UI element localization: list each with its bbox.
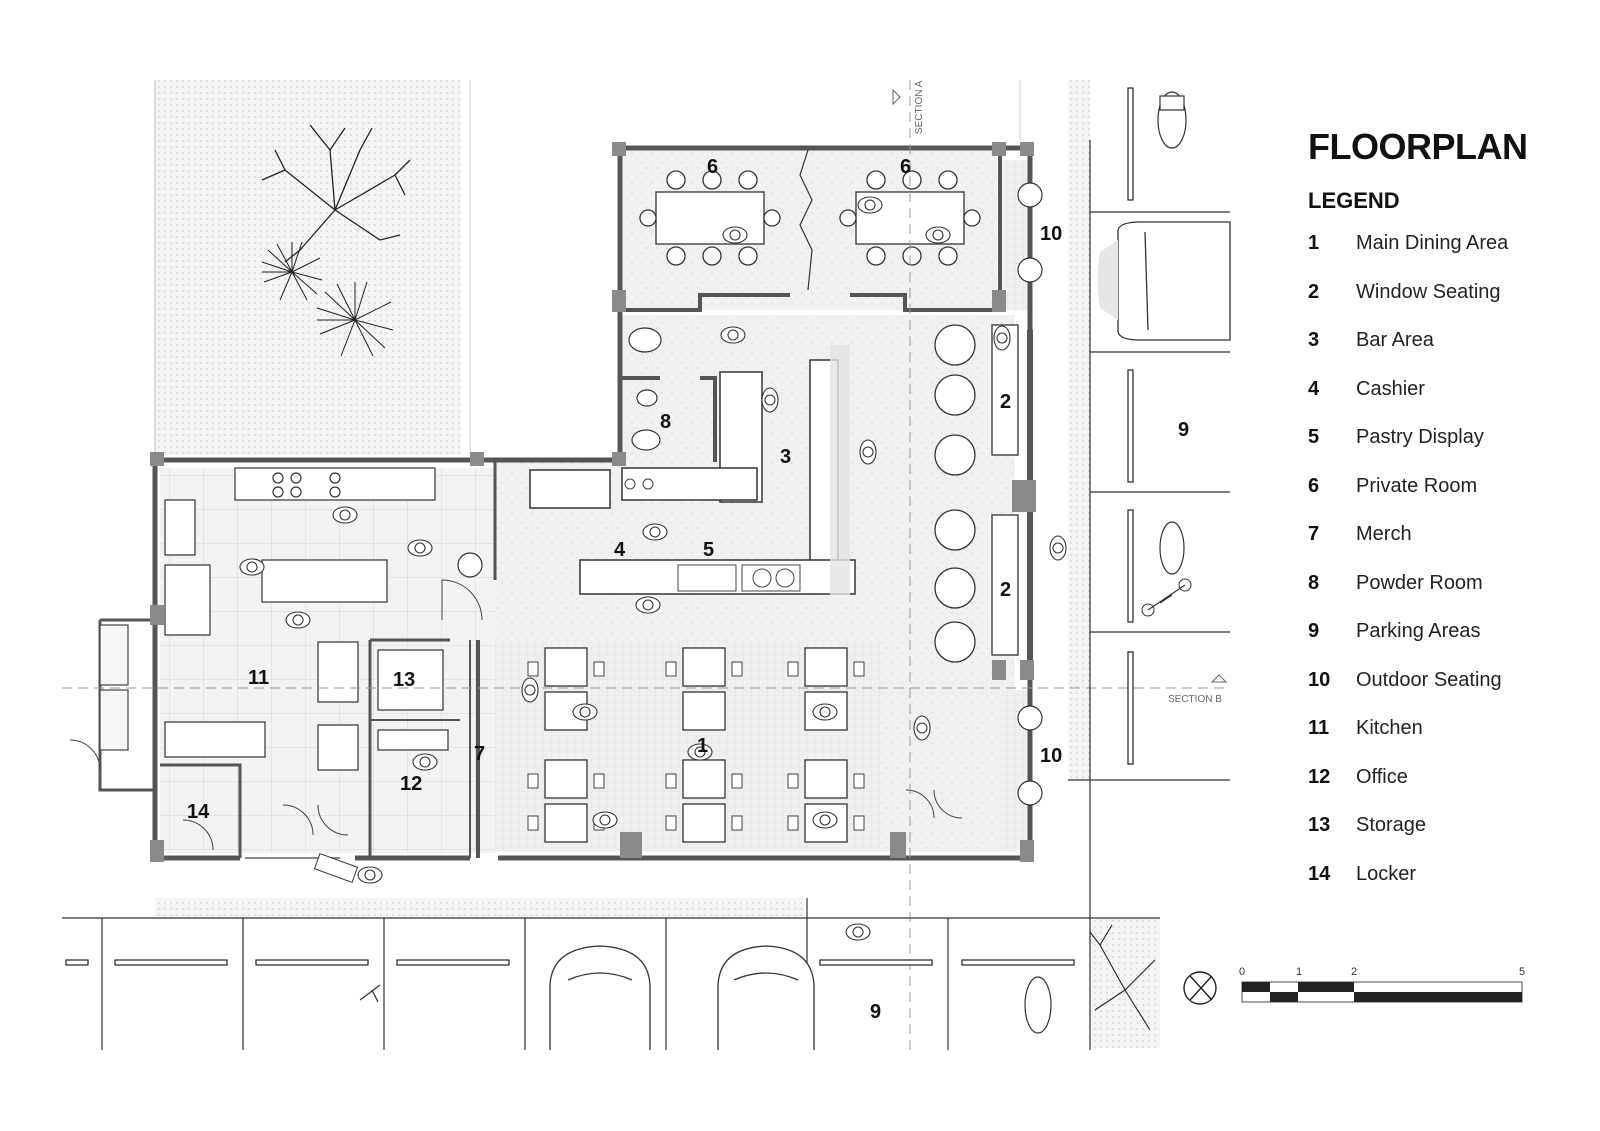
legend-label: Storage: [1356, 814, 1427, 836]
legend-label: Parking Areas: [1356, 620, 1481, 642]
doors: [69, 579, 963, 851]
label-powder-room: 8: [660, 411, 671, 433]
parking-lines: [62, 140, 1230, 1050]
legend-item: 6 Private Room: [1308, 475, 1588, 524]
label-parking: 9: [1178, 419, 1189, 441]
bar-counter: [529, 359, 856, 595]
page-title: FLOORPLAN: [1308, 126, 1528, 167]
sidewalk-bottom: [155, 898, 805, 918]
label-locker: 14: [187, 801, 210, 823]
label-cashier: 4: [614, 539, 626, 561]
north-arrow-icon: [1183, 971, 1217, 1005]
columns: [150, 142, 1036, 862]
legend-item: 9 Parking Areas: [1308, 620, 1588, 669]
legend-num: 7: [1308, 523, 1320, 545]
powder-room-fixtures: [628, 327, 662, 451]
legend-num: 14: [1308, 862, 1331, 885]
car-icon: [1117, 221, 1231, 341]
legend-label: Main Dining Area: [1356, 232, 1509, 254]
tree-icon: [261, 124, 411, 263]
label-pastry: 5: [703, 539, 714, 561]
motorbike-icon: [1024, 91, 1187, 1034]
legend-label: Window Seating: [1356, 280, 1501, 303]
sidewalk-right: [1068, 80, 1090, 780]
person-icon: [239, 196, 1067, 941]
scale-label-5: 5: [1519, 966, 1525, 978]
scale-label-0: 0: [1239, 966, 1245, 978]
label-window-seating: 2: [1000, 391, 1011, 413]
legend-label: Cashier: [1356, 377, 1425, 400]
legend-label: Pastry Display: [1356, 426, 1484, 448]
label-bar: 3: [780, 446, 791, 468]
legend-label: Kitchen: [1356, 717, 1423, 739]
legend-num: 5: [1308, 426, 1320, 448]
legend-num: 10: [1308, 668, 1331, 691]
label-outdoor-seating: 10: [1040, 745, 1062, 767]
car-icon: [549, 945, 815, 1050]
legend-label: Bar Area: [1356, 329, 1434, 351]
section-b-label: SECTION B: [1168, 694, 1222, 705]
kitchen-equipment: [164, 467, 483, 771]
scale-bar: 0 1 2 5: [1239, 966, 1525, 1003]
palm-icon: [261, 241, 394, 357]
label-private-room: 6: [707, 156, 718, 178]
legend-num: 3: [1308, 329, 1320, 351]
legend-label: Outdoor Seating: [1356, 668, 1502, 691]
legend-item: 14 Locker: [1308, 863, 1588, 912]
legend-item: 5 Pastry Display: [1308, 426, 1588, 475]
scale-label-1: 1: [1296, 966, 1302, 978]
legend-label: Merch: [1356, 523, 1412, 545]
section-lines: [62, 80, 1230, 1050]
legend-num: 2: [1308, 280, 1320, 303]
legend-item: 3 Bar Area: [1308, 329, 1588, 378]
legend-num: 13: [1308, 814, 1331, 836]
label-merch: 7: [474, 743, 485, 765]
label-kitchen: 11: [248, 667, 269, 689]
legend-title: LEGEND: [1308, 188, 1400, 213]
room-labels: 1 2 2 3 4 5 6 6 7 8 9 9 10 10 11 12 13 1…: [187, 156, 1189, 1023]
legend-label: Private Room: [1356, 474, 1478, 497]
label-office: 12: [400, 773, 422, 795]
dining-tables: [544, 647, 848, 843]
scale-label-2: 2: [1351, 966, 1357, 978]
legend-item: 7 Merch: [1308, 523, 1588, 572]
legend-num: 6: [1308, 474, 1320, 497]
legend-item: 2 Window Seating: [1308, 281, 1588, 330]
legend-item: 8 Powder Room: [1308, 572, 1588, 621]
walls: [98, 145, 1033, 861]
legend: 1 Main Dining Area 2 Window Seating 3 Bar A…: [1308, 232, 1588, 911]
tree-icon: [1089, 924, 1156, 1031]
label-main-dining: 1: [697, 735, 708, 757]
legend-item: 12 Office: [1308, 766, 1588, 815]
section-a-label: SECTION A: [914, 80, 925, 134]
legend-label: Locker: [1356, 862, 1417, 885]
label-parking: 9: [870, 1001, 881, 1023]
outdoor-seating: [1017, 182, 1043, 806]
legend-item: 10 Outdoor Seating: [1308, 669, 1588, 718]
legend-num: 12: [1308, 765, 1331, 788]
legend-num: 9: [1308, 620, 1320, 642]
legend-item: 1 Main Dining Area: [1308, 232, 1588, 281]
label-private-room: 6: [900, 156, 911, 178]
legend-num: 11: [1308, 717, 1330, 739]
legend-item: 13 Storage: [1308, 814, 1588, 863]
label-outdoor-seating: 10: [1040, 223, 1062, 245]
legend-item: 4 Cashier: [1308, 378, 1588, 427]
legend-item: 11 Kitchen: [1308, 717, 1588, 766]
label-window-seating: 2: [1000, 579, 1011, 601]
legend-num: 8: [1308, 571, 1320, 594]
legend-label: Powder Room: [1356, 571, 1483, 594]
garden-area: [155, 80, 461, 455]
legend-num: 1: [1308, 232, 1320, 254]
legend-num: 4: [1308, 377, 1320, 400]
legend-label: Office: [1356, 765, 1408, 788]
label-storage: 13: [393, 669, 415, 691]
